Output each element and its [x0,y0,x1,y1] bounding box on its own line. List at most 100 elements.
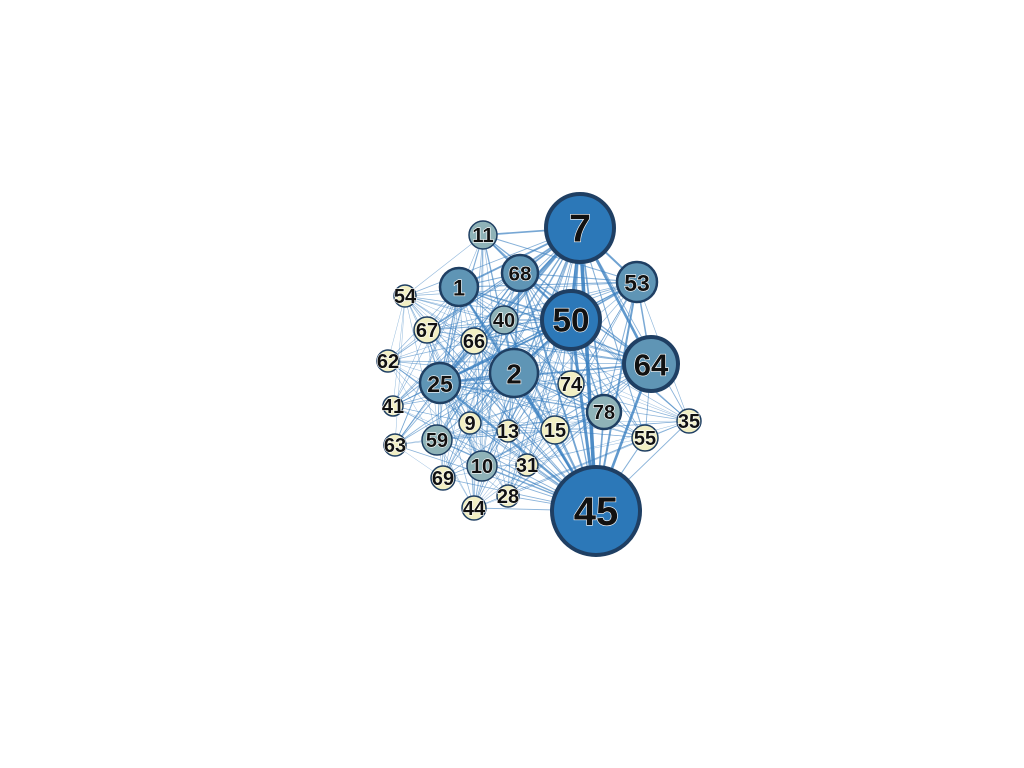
edge-54-41 [392,295,406,407]
node-62[interactable]: 62 [376,349,400,374]
node-41[interactable]: 41 [381,395,405,419]
edge-35-28 [507,420,690,497]
edge-40-69 [442,319,505,479]
node-label-10: 10 [471,456,493,478]
node-59[interactable]: 59 [421,424,453,456]
edge-66-69 [442,340,475,479]
edge-15-69 [442,429,556,479]
edge-62-31 [387,360,528,466]
edge-78-28 [507,411,605,497]
node-label-7: 7 [569,208,591,251]
edge-1-63 [394,286,460,446]
node-label-50: 50 [552,303,589,340]
node-64[interactable]: 64 [622,335,680,393]
node-11[interactable]: 11 [468,220,498,250]
node-circle-54 [393,284,417,308]
node-69[interactable]: 69 [430,465,456,491]
node-circle-10 [466,450,498,482]
node-circle-78 [585,393,623,431]
node-circle-68 [500,253,540,293]
node-50[interactable]: 50 [540,289,602,351]
edge-53-15 [554,281,638,431]
node-circle-59 [421,424,453,456]
node-label-68: 68 [508,263,531,286]
node-circle-40 [489,305,519,335]
node-1[interactable]: 1 [438,266,480,308]
edge-41-13 [392,405,509,432]
node-10[interactable]: 10 [466,450,498,482]
node-circle-53 [615,260,659,304]
node-78[interactable]: 78 [585,393,623,431]
node-68[interactable]: 68 [500,253,540,293]
node-circle-2 [488,347,540,399]
node-label-31: 31 [516,455,538,477]
node-circle-15 [540,415,570,445]
edge-64-54 [404,295,652,365]
node-label-54: 54 [394,286,417,308]
node-label-35: 35 [678,411,700,433]
node-circle-28 [496,484,520,508]
edge-53-9 [469,281,638,424]
node-44[interactable]: 44 [461,495,487,521]
edge-53-13 [507,281,638,432]
node-label-2: 2 [506,359,521,390]
node-circle-9 [458,411,482,435]
node-63[interactable]: 63 [383,433,407,458]
node-53[interactable]: 53 [615,260,659,304]
node-label-64: 64 [634,348,669,383]
edge-40-74 [503,319,572,385]
edge-7-35 [579,227,690,422]
edge-74-44 [473,383,572,509]
node-35[interactable]: 35 [676,408,702,434]
node-circle-45 [550,465,642,557]
node-label-11: 11 [472,225,493,247]
node-label-9: 9 [464,413,475,435]
node-label-41: 41 [382,396,404,418]
edge-59-74 [436,383,572,441]
edge-67-13 [426,329,509,432]
node-9[interactable]: 9 [458,411,482,436]
node-circle-55 [631,424,659,452]
node-label-78: 78 [593,402,615,424]
edge-7-55 [579,227,646,439]
edge-53-78 [603,281,638,413]
node-74[interactable]: 74 [557,370,585,398]
node-circle-25 [418,361,462,405]
node-circle-35 [676,408,702,434]
node-67[interactable]: 67 [413,316,441,344]
node-label-25: 25 [427,371,453,397]
edge-35-54 [404,295,690,422]
node-28[interactable]: 28 [496,484,520,509]
edge-68-35 [519,272,690,422]
node-circle-1 [438,266,480,308]
node-label-62: 62 [377,351,399,373]
node-label-67: 67 [416,320,438,342]
node-13[interactable]: 13 [496,419,520,444]
node-circle-66 [460,327,488,355]
node-31[interactable]: 31 [515,453,539,478]
node-40[interactable]: 40 [489,305,519,335]
node-label-63: 63 [384,435,406,457]
edge-41-31 [392,405,528,466]
node-55[interactable]: 55 [631,424,659,452]
edge-11-13 [482,234,509,432]
edge-11-54 [404,234,484,297]
node-54[interactable]: 54 [393,284,418,309]
edge-78-10 [481,411,605,467]
node-25[interactable]: 25 [418,361,462,405]
node-label-15: 15 [544,420,566,442]
edge-53-11 [482,234,638,283]
node-label-69: 69 [432,468,454,490]
edge-68-41 [392,272,521,407]
node-circle-63 [383,433,407,457]
node-2[interactable]: 2 [488,347,540,399]
edge-10-66 [473,340,483,467]
node-circle-69 [430,465,456,491]
node-label-74: 74 [560,374,583,396]
node-7[interactable]: 7 [544,192,616,264]
node-15[interactable]: 15 [540,415,570,445]
node-66[interactable]: 66 [460,327,488,355]
node-45[interactable]: 45 [550,465,642,557]
node-label-44: 44 [463,498,486,520]
